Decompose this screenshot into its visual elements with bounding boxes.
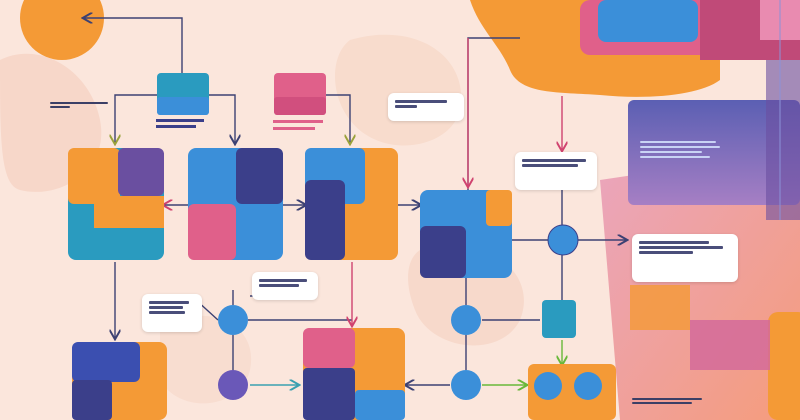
right-orange-shape: [630, 285, 690, 330]
tile-top-mid-right: [305, 148, 398, 260]
connector-square: [542, 300, 576, 338]
callout-mid-right: [515, 152, 597, 190]
text-block-top-left: [50, 100, 108, 110]
tile-top-left: [68, 148, 164, 260]
top-right-cluster: [470, 0, 800, 97]
connectors: [84, 18, 626, 385]
circle-node: [218, 305, 248, 335]
callout-right: [632, 234, 738, 282]
circle-node: [218, 370, 248, 400]
top-card-pink: [273, 73, 326, 130]
right-pink-shape: [690, 320, 770, 370]
callout-left: [142, 294, 202, 332]
tile-bottom-left: [72, 342, 167, 420]
circle-nodes: [218, 224, 579, 400]
info-panel-text: [640, 138, 730, 161]
circle-node: [451, 305, 481, 335]
circle-node: [547, 224, 579, 256]
text-block-bottom-right: [632, 396, 712, 406]
orange-circle: [20, 0, 104, 60]
info-panel: [628, 0, 800, 220]
top-card-teal: [156, 73, 209, 128]
tile-center-right: [420, 190, 512, 278]
callout-top-center: [388, 93, 464, 121]
tile-bottom-right: [528, 364, 616, 420]
tile-top-center: [188, 148, 283, 260]
callout-center: [252, 272, 318, 300]
tile-bottom-center: [303, 328, 405, 420]
circle-node: [451, 370, 481, 400]
right-orange-card: [768, 312, 800, 420]
